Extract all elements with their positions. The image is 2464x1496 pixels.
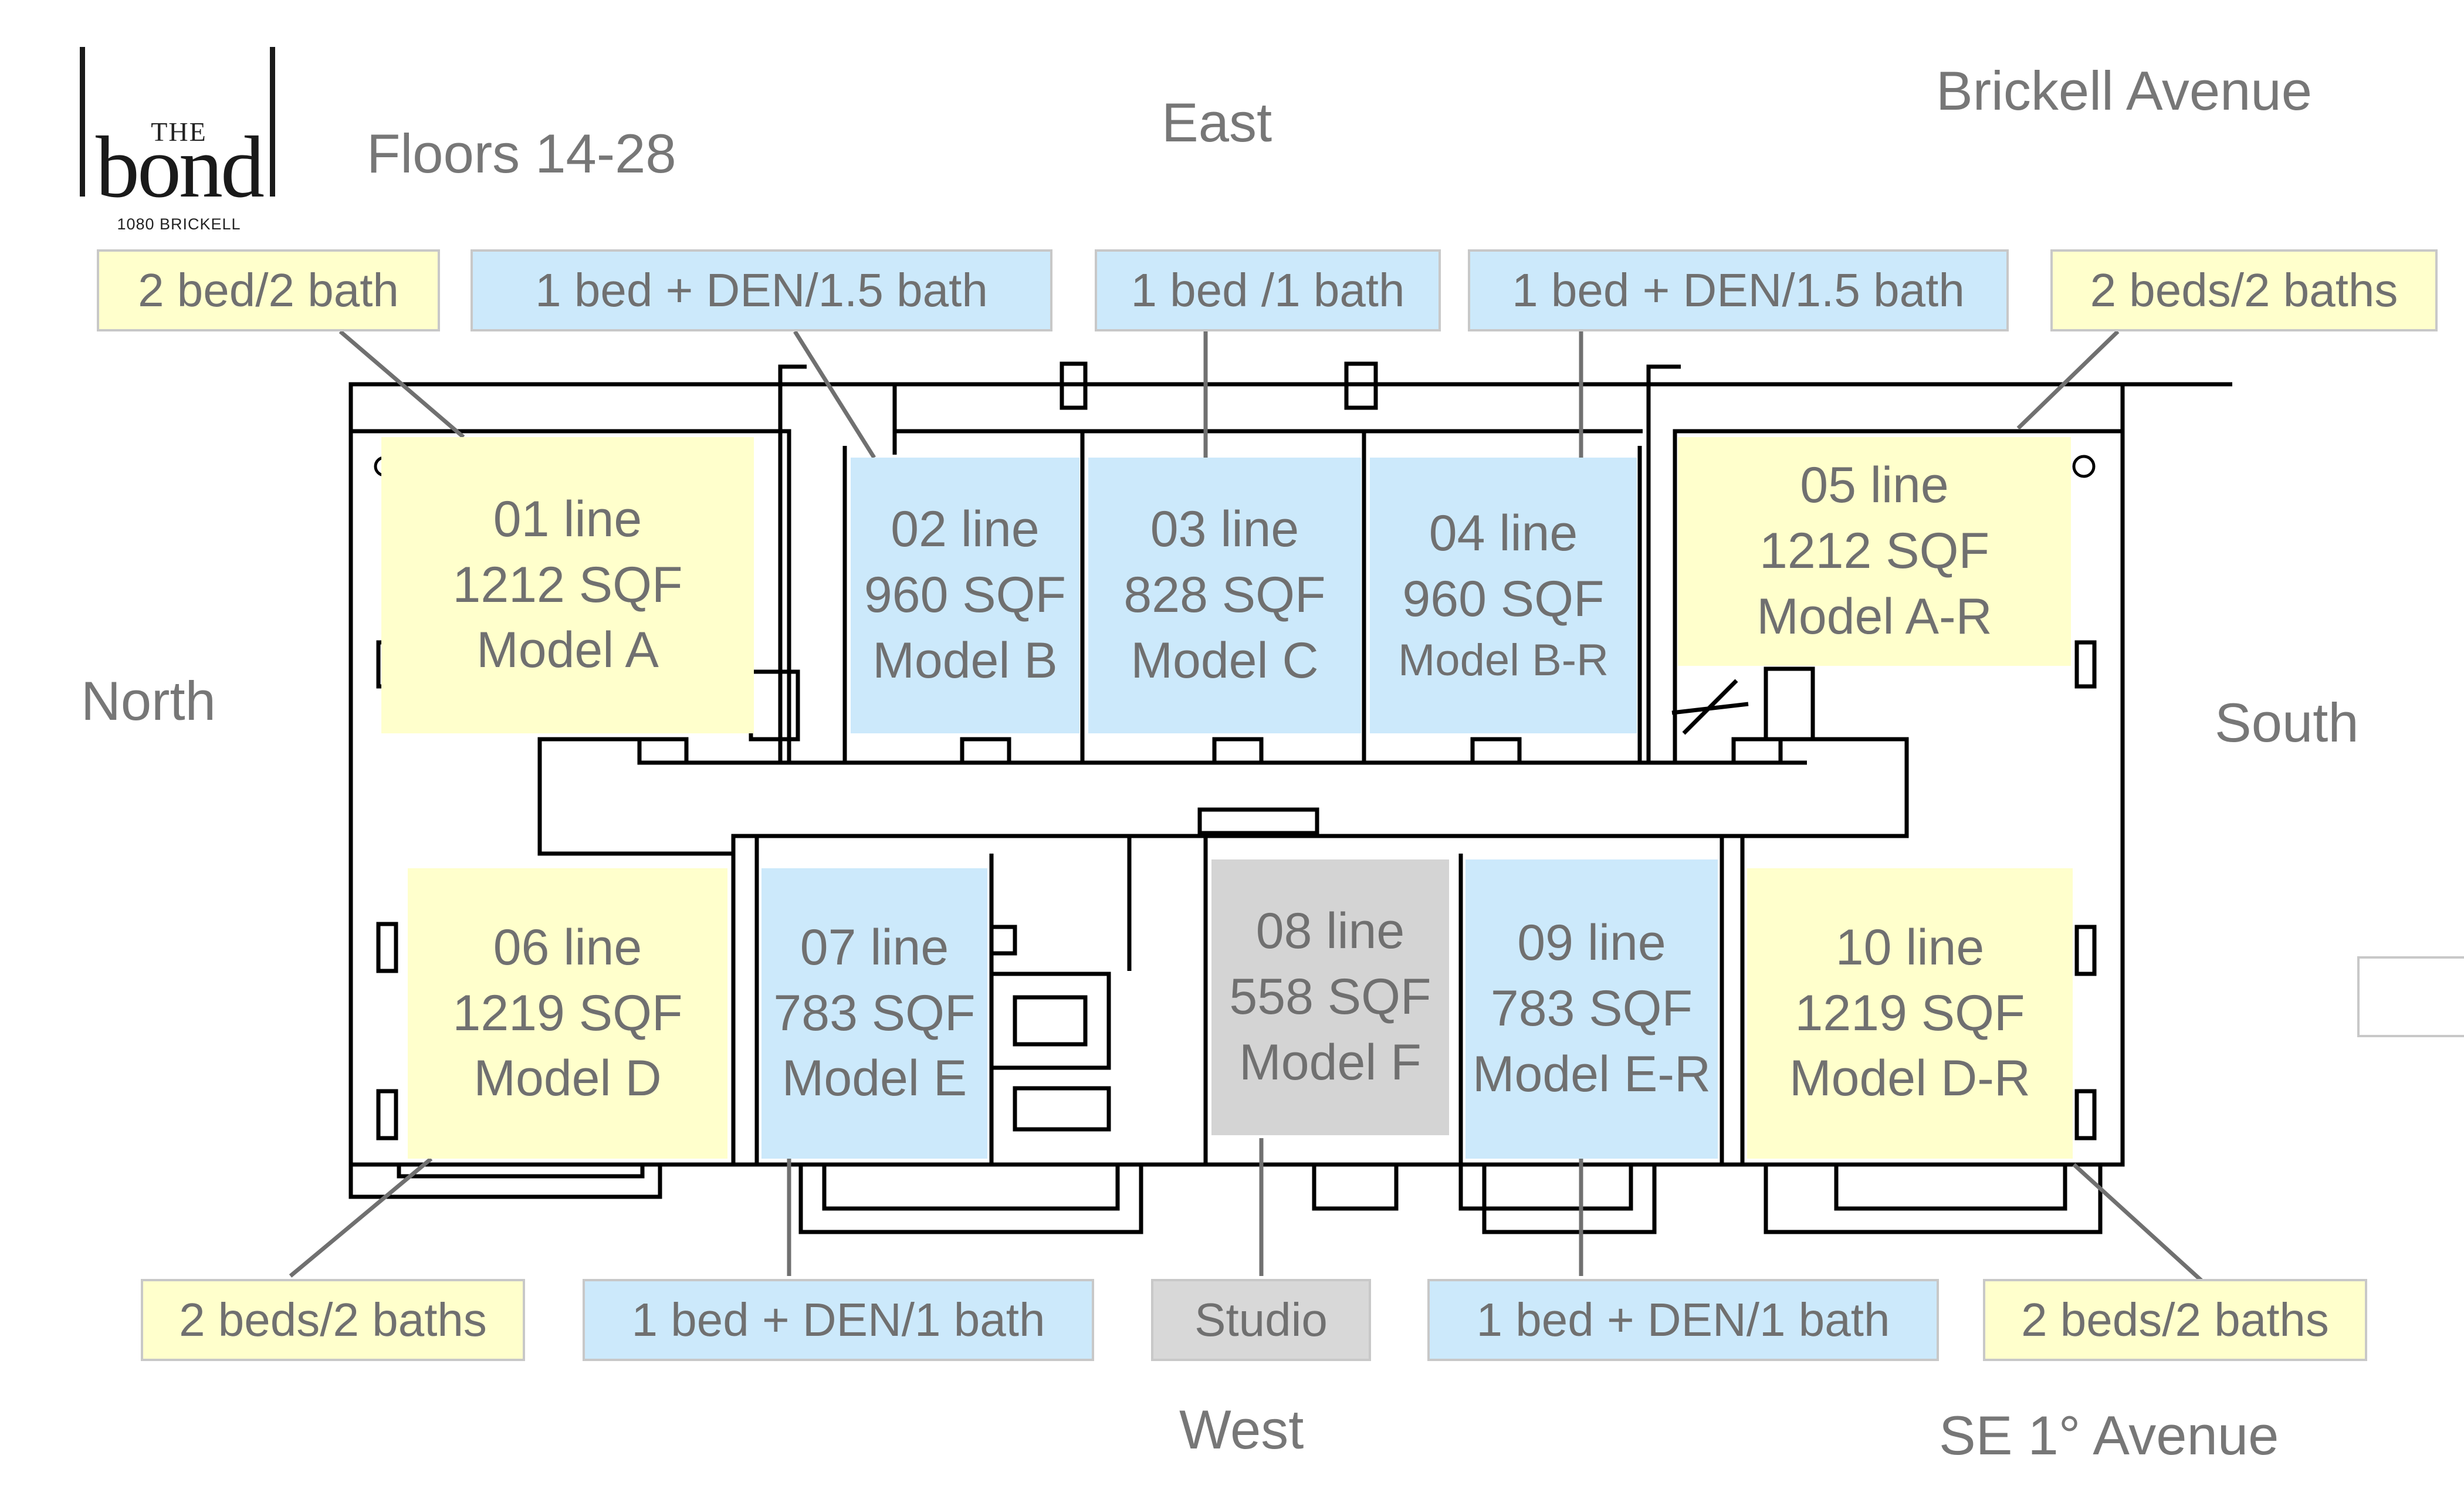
unit-05: 05 line 1212 SQF Model A-R [1678,437,2071,666]
street-top-heading: Brickell Avenue [1936,60,2312,121]
unit-model: Model B [872,632,1058,689]
logo-bar-right [270,47,275,197]
unit-line: 07 line [800,919,949,976]
unit-model: Model D-R [1789,1050,2030,1107]
unit-line: 01 line [493,490,642,547]
unit-model: Model D [473,1050,662,1107]
callout-unit-09: 1 bed + DEN/1 bath [1427,1279,1939,1361]
unit-model: Model F [1239,1034,1421,1091]
unit-model: Model A [476,622,659,679]
unit-area: 960 SQF [864,567,1067,624]
logo-the: THE [151,117,207,147]
unit-area: 783 SQF [1490,980,1693,1037]
callout-unit-05: 2 beds/2 baths [2050,249,2438,331]
unit-08: 08 line 558 SQF Model F [1211,859,1449,1135]
callout-unit-04: 1 bed + DEN/1.5 bath [1468,249,2009,331]
callout-unit-06: 2 beds/2 baths [141,1279,525,1361]
unit-model: Model B-R [1398,635,1609,686]
unit-model: Model C [1131,632,1319,689]
callout-unit-01: 2 bed/2 bath [97,249,440,331]
logo-word: bond [96,119,265,216]
callout-unit-03: 1 bed /1 bath [1095,249,1441,331]
unit-model: Model A-R [1756,588,1992,645]
street-bottom-heading: SE 1° Avenue [1939,1404,2279,1466]
unit-area: 558 SQF [1229,969,1431,1025]
unit-model: Model E-R [1472,1045,1711,1102]
unit-03: 03 line 828 SQF Model C [1088,458,1361,733]
unit-area: 1219 SQF [1795,984,2025,1041]
callout-unit-10: 2 beds/2 baths [1983,1279,2367,1361]
unit-line: 09 line [1517,915,1666,972]
unit-line: 06 line [493,919,642,976]
unit-line: 05 line [1800,457,1949,514]
unit-01: 01 line 1212 SQF Model A [381,437,754,733]
unit-line: 08 line [1255,903,1405,960]
unit-06: 06 line 1219 SQF Model D [408,868,727,1159]
unit-02: 02 line 960 SQF Model B [851,458,1079,733]
north-heading: North [81,670,216,732]
callout-unit-02: 1 bed + DEN/1.5 bath [471,249,1052,331]
unit-model: Model E [781,1050,967,1107]
south-heading: South [2215,692,2359,753]
floors-heading: Floors 14-28 [367,123,676,184]
unit-line: 02 line [891,501,1040,558]
unit-line: 04 line [1429,505,1578,561]
unit-07: 07 line 783 SQF Model E [761,868,987,1159]
unit-area: 1219 SQF [452,984,683,1041]
callout-unit-08: Studio [1151,1279,1371,1361]
logo-subtitle: 1080 BRICKELL [117,215,241,233]
unit-10: 10 line 1219 SQF Model D-R [1747,868,2073,1159]
unit-09: 09 line 783 SQF Model E-R [1465,859,1718,1159]
unit-line: 03 line [1150,501,1299,558]
unit-area: 960 SQF [1402,570,1605,627]
west-heading: West [1179,1399,1304,1460]
callout-unit-07: 1 bed + DEN/1 bath [583,1279,1094,1361]
unit-area: 828 SQF [1123,567,1326,624]
east-heading: East [1162,92,1272,153]
unit-line: 10 line [1835,919,1985,976]
unit-area: 1212 SQF [452,556,683,613]
edge-box [2357,956,2464,1037]
logo-bar-left [80,47,85,197]
unit-area: 783 SQF [773,984,976,1041]
unit-area: 1212 SQF [1759,523,1989,580]
unit-04: 04 line 960 SQF Model B-R [1370,458,1637,733]
